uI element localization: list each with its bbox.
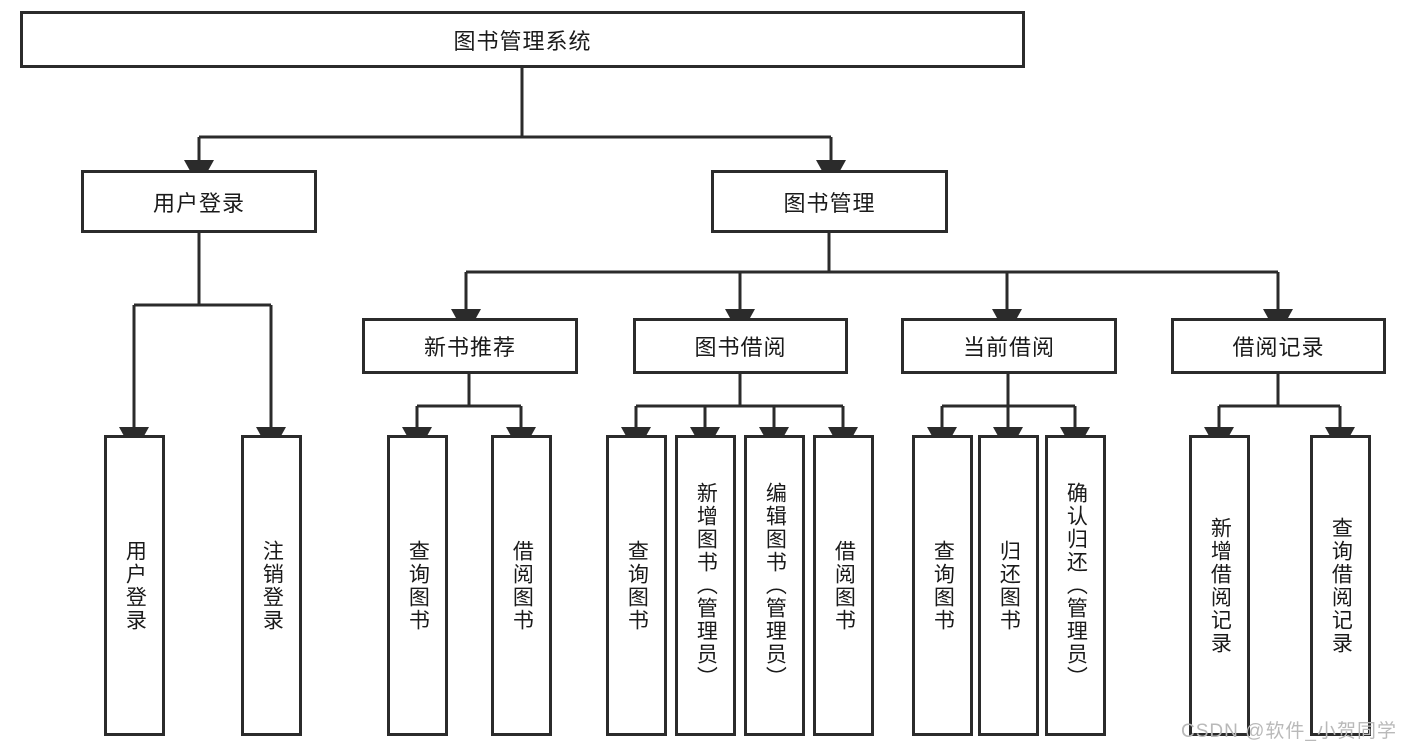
node-label: 借阅记录: [1232, 335, 1325, 360]
node-label: 图书管理系统: [453, 28, 592, 54]
node-leaf-logout[interactable]: 注销登录: [241, 435, 302, 736]
node-current-borrow[interactable]: 当前借阅: [901, 318, 1117, 374]
csdn-watermark: CSDN @软件_小贺同学: [1181, 721, 1397, 742]
node-leaf-query-book-1[interactable]: 查询图书: [387, 435, 448, 736]
node-book-management-system[interactable]: 图书管理系统: [20, 11, 1025, 68]
node-book-management[interactable]: 图书管理: [711, 170, 948, 233]
node-label: 用户登录: [152, 190, 245, 216]
node-leaf-edit-book[interactable]: 编辑图书（管理员）: [744, 435, 805, 736]
node-leaf-query-book-3[interactable]: 查询图书: [912, 435, 973, 736]
node-label: 查询图书: [406, 539, 430, 632]
node-leaf-user-login[interactable]: 用户登录: [104, 435, 165, 736]
node-label: 借阅图书: [832, 539, 856, 632]
node-leaf-add-book[interactable]: 新增图书（管理员）: [675, 435, 736, 736]
node-label: 图书借阅: [694, 335, 787, 360]
node-leaf-add-record[interactable]: 新增借阅记录: [1189, 435, 1250, 736]
node-leaf-confirm-return[interactable]: 确认归还（管理员）: [1045, 435, 1106, 736]
node-new-book-recommend[interactable]: 新书推荐: [362, 318, 578, 374]
node-label: 查询图书: [625, 539, 649, 632]
node-leaf-borrow-book-2[interactable]: 借阅图书: [813, 435, 874, 736]
node-label: 新增图书（管理员）: [694, 482, 718, 689]
node-leaf-query-book-2[interactable]: 查询图书: [606, 435, 667, 736]
node-book-borrow[interactable]: 图书借阅: [633, 318, 848, 374]
node-label: 新书推荐: [423, 335, 516, 360]
node-label: 确认归还（管理员）: [1064, 482, 1088, 689]
node-label: 编辑图书（管理员）: [763, 482, 787, 689]
node-leaf-query-record[interactable]: 查询借阅记录: [1310, 435, 1371, 736]
node-label: 查询借阅记录: [1329, 516, 1353, 655]
node-label: 用户登录: [123, 539, 147, 632]
node-label: 当前借阅: [962, 335, 1055, 360]
node-borrow-record[interactable]: 借阅记录: [1171, 318, 1386, 374]
node-leaf-return-book[interactable]: 归还图书: [978, 435, 1039, 736]
node-label: 注销登录: [260, 539, 284, 632]
node-label: 借阅图书: [510, 539, 534, 632]
node-user-login[interactable]: 用户登录: [81, 170, 317, 233]
node-label: 新增借阅记录: [1208, 516, 1232, 655]
node-label: 查询图书: [931, 539, 955, 632]
node-label: 图书管理: [783, 190, 876, 216]
node-label: 归还图书: [997, 539, 1021, 632]
node-leaf-borrow-book-1[interactable]: 借阅图书: [491, 435, 552, 736]
